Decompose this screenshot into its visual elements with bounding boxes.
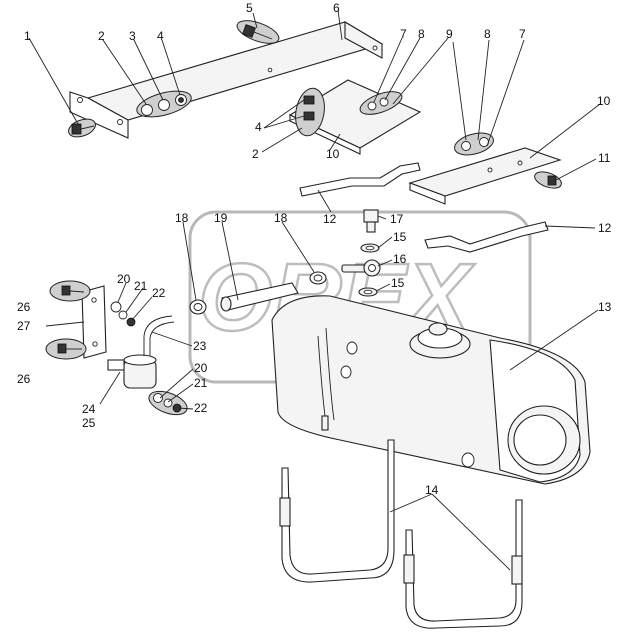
callout-20-upper: 20 (117, 272, 131, 286)
fuel-filter-part-24 (107, 315, 175, 389)
washer-set-left-bracket (136, 90, 192, 118)
strap-part-12-lower (424, 221, 549, 253)
callout-27: 27 (17, 319, 31, 333)
callout-12-upper: 12 (323, 212, 337, 226)
callout-11: 11 (598, 151, 611, 165)
sealing-washer-part-15-upper (360, 243, 380, 253)
mount-plate-part-10-right (408, 147, 562, 205)
washer-set-right-plate (454, 132, 494, 156)
callout-17: 17 (390, 212, 404, 226)
washer-set-lower-filter (148, 390, 188, 416)
hose-clamp-part-18-left (189, 299, 207, 315)
callout-21-upper: 21 (134, 279, 148, 293)
callout-13: 13 (598, 300, 612, 314)
callout-5: 5 (246, 1, 253, 15)
callout-22-lower: 22 (194, 401, 208, 415)
callout-labels: 1 2 3 4 5 6 7 8 9 8 7 4 2 10 10 11 12 12… (17, 1, 612, 497)
banjo-bolt-part-17 (363, 209, 379, 233)
callout-16: 16 (393, 252, 407, 266)
callout-12-lower: 12 (598, 221, 612, 235)
callout-20-lower: 20 (194, 361, 208, 375)
callout-9: 9 (446, 27, 453, 41)
bolt-part-26-lower (45, 338, 87, 360)
callout-2-center: 2 (252, 147, 259, 161)
callout-6: 6 (333, 1, 340, 15)
callout-8: 8 (418, 27, 425, 41)
bolt-part-26-upper (49, 280, 91, 302)
callout-10-center: 10 (326, 147, 340, 161)
banjo-fitting-part-16 (341, 259, 381, 277)
callout-7: 7 (400, 27, 407, 41)
callout-10-right: 10 (597, 94, 611, 108)
sealing-washer-part-15-lower (358, 287, 378, 297)
callout-19: 19 (214, 211, 228, 225)
callout-25: 25 (82, 416, 96, 430)
callout-23: 23 (193, 339, 207, 353)
hose-part-19 (220, 282, 299, 312)
callout-24: 24 (82, 402, 96, 416)
fuel-tank-part-13 (271, 295, 591, 485)
filter-bracket-part-27 (81, 285, 107, 359)
callout-15-upper: 15 (393, 230, 407, 244)
callout-3: 3 (129, 29, 136, 43)
callout-18-left: 18 (175, 211, 189, 225)
callout-18-right: 18 (274, 211, 288, 225)
bolt-part-1 (68, 118, 96, 138)
callout-26-lower: 26 (17, 372, 31, 386)
leader-lines (28, 9, 601, 571)
u-strap-part-14-right (403, 499, 523, 629)
callout-14: 14 (425, 483, 439, 497)
callout-22-upper: 22 (152, 286, 166, 300)
callout-8-right: 8 (484, 27, 491, 41)
callout-7-right: 7 (519, 27, 526, 41)
callout-4-center: 4 (255, 120, 262, 134)
callout-1: 1 (24, 29, 31, 43)
bolt-part-11 (534, 171, 562, 189)
bolt-part-5 (236, 20, 280, 44)
strap-part-12-upper (299, 162, 421, 197)
mount-plate-part-10-center (288, 79, 422, 155)
hose-clamp-part-18-right (309, 271, 327, 285)
callout-26-upper: 26 (17, 300, 31, 314)
washer-set-upper-filter (110, 301, 136, 327)
u-strap-part-14-left (279, 439, 395, 583)
callout-15-lower: 15 (391, 276, 405, 290)
callout-2: 2 (98, 29, 105, 43)
callout-4: 4 (157, 29, 164, 43)
filler-cap (409, 322, 471, 359)
callout-21-lower: 21 (194, 376, 208, 390)
